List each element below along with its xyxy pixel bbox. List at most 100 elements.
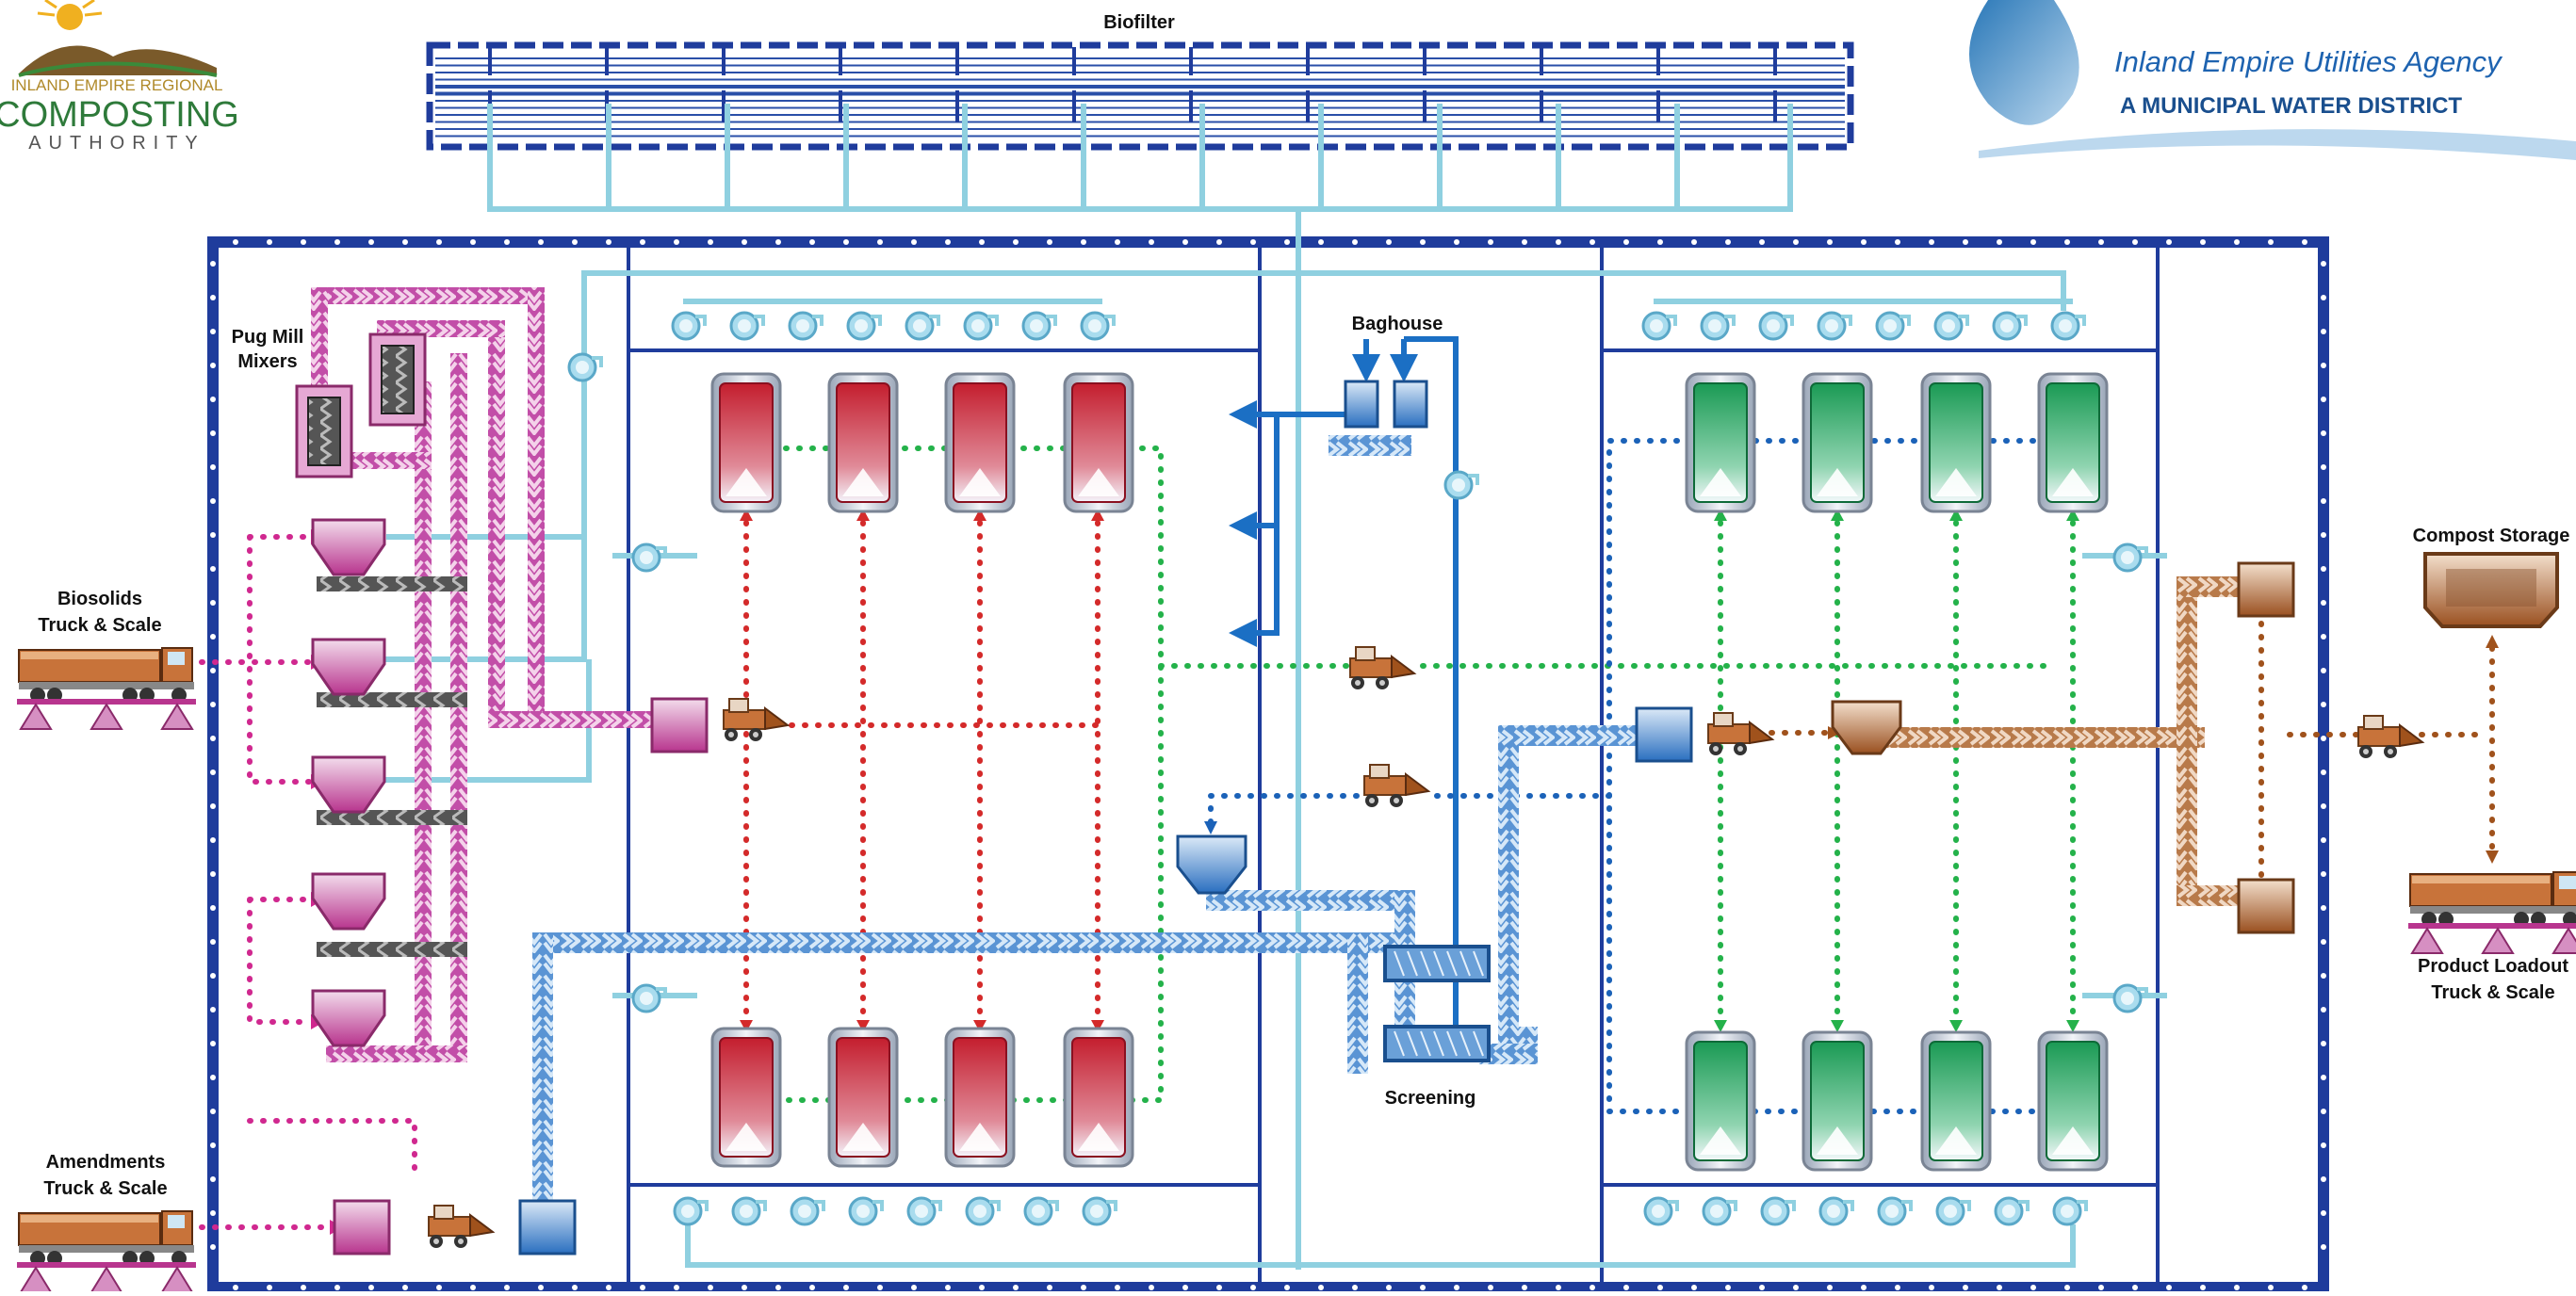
green-vessel-top-1 <box>1803 374 1871 511</box>
fan-icon <box>2054 1198 2086 1224</box>
fan-icon <box>1704 1198 1736 1224</box>
irca-line1: INLAND EMPIRE REGIONAL <box>11 76 223 94</box>
screening-label: Screening <box>1385 1088 1476 1109</box>
fan-icon <box>1023 313 1055 339</box>
fan-icon <box>1994 313 2026 339</box>
amendments-label-1: Amendments <box>46 1152 166 1173</box>
fan-icon <box>1820 1198 1852 1224</box>
fan-icon <box>675 1198 707 1224</box>
pug-mill-label-2: Mixers <box>237 351 297 372</box>
red-vessel-top-2 <box>946 374 1014 511</box>
fan-icon <box>1762 1198 1794 1224</box>
baghouse-icon <box>1394 381 1427 427</box>
baghouse-label: Baghouse <box>1352 314 1443 334</box>
bin-icon <box>2239 880 2293 932</box>
biosolids-label-1: Biosolids <box>57 589 142 609</box>
fan-icon <box>731 313 763 339</box>
truck-icon <box>19 648 194 703</box>
fan-icon <box>1702 313 1734 339</box>
fan-icon <box>1082 313 1114 339</box>
green-vessel-bottom-3 <box>2039 1032 2107 1170</box>
product-loadout-label-1: Product Loadout <box>2418 956 2568 977</box>
green-vessel-bottom-0 <box>1687 1032 1754 1170</box>
bin-icon <box>334 1201 389 1254</box>
fan-icon <box>733 1198 765 1224</box>
fan-icon <box>569 354 601 381</box>
truck-icon <box>19 1211 194 1266</box>
hopper-icon <box>313 640 384 694</box>
irca-logo: INLAND EMPIRE REGIONAL COMPOSTING AUTHOR… <box>0 0 239 154</box>
biofilter-bed <box>430 45 1850 147</box>
fan-icon <box>1645 1198 1677 1224</box>
fan-icon <box>906 313 938 339</box>
green-vessel-bottom-1 <box>1803 1032 1871 1170</box>
bin-icon <box>2239 563 2293 616</box>
biofilter-label: Biofilter <box>1103 12 1175 33</box>
fan-icon <box>633 985 665 1012</box>
fan-icon <box>848 313 880 339</box>
mixer-icon <box>297 386 351 477</box>
compost-storage-label: Compost Storage <box>2413 526 2570 546</box>
mixer-conveyor <box>311 287 545 304</box>
fan-icon <box>965 313 997 339</box>
water-drop-icon <box>1969 0 2079 125</box>
fan-icon <box>967 1198 999 1224</box>
bin-icon <box>520 1201 575 1254</box>
feed-conveyor <box>415 381 432 1060</box>
blue-flow-cross <box>1211 796 1609 829</box>
hopper-icon <box>313 520 384 575</box>
screen-return-conveyor <box>532 932 1399 953</box>
scale-icon <box>17 699 196 729</box>
hopper-icon <box>313 874 384 929</box>
truck-icon <box>2410 872 2576 927</box>
fan-icon <box>673 313 705 339</box>
loader-icon <box>1708 713 1772 755</box>
fan-icon <box>2114 544 2146 571</box>
fan-icon <box>1084 1198 1116 1224</box>
bottom-return-duct <box>688 1224 2073 1265</box>
loader-icon <box>2358 716 2422 758</box>
fan-icon <box>2052 313 2084 339</box>
mixer-icon <box>370 334 425 425</box>
bin-icon <box>652 699 707 752</box>
magenta-flow-1 <box>250 537 311 782</box>
scale-icon <box>17 1262 196 1291</box>
loader-icon <box>1364 765 1428 807</box>
fan-icon <box>1937 1198 1969 1224</box>
red-vessel-bottom-2 <box>946 1029 1014 1166</box>
red-vessel-top-1 <box>829 374 897 511</box>
fan-icon <box>2114 985 2146 1012</box>
air-ducts <box>367 104 2167 1270</box>
sun-icon <box>38 0 102 30</box>
red-vessel-top-0 <box>712 374 780 511</box>
fan-icon <box>1818 313 1850 339</box>
green-vessel-top-2 <box>1922 374 1990 511</box>
red-vessel-bottom-3 <box>1065 1029 1133 1166</box>
baghouse-icon <box>1345 381 1378 427</box>
screen-product-conveyor <box>1498 725 1519 1045</box>
hopper-icon <box>313 991 384 1045</box>
loader-icon <box>429 1206 493 1248</box>
fan-icon <box>1996 1198 2028 1224</box>
pug-mill-label-1: Pug Mill <box>232 327 304 348</box>
hopper-icon <box>1178 836 1246 893</box>
hopper-icon <box>313 757 384 812</box>
red-vessel-bottom-0 <box>712 1029 780 1166</box>
fan-icon <box>1877 313 1909 339</box>
green-vessel-top-3 <box>2039 374 2107 511</box>
fan-icon <box>1935 313 1967 339</box>
fan-icon <box>790 313 822 339</box>
loader-icon <box>1350 647 1414 689</box>
fan-icon <box>1643 313 1675 339</box>
biofilter <box>430 45 1850 147</box>
fan-icon <box>1760 313 1792 339</box>
fan-icon <box>633 544 665 571</box>
fan-icon <box>791 1198 823 1224</box>
building-frames <box>210 239 2326 1290</box>
blue-loop-right <box>1609 441 2073 1111</box>
fan-icon <box>1025 1198 1057 1224</box>
biosolids-label-2: Truck & Scale <box>38 615 161 636</box>
irca-line2: COMPOSTING <box>0 95 239 135</box>
